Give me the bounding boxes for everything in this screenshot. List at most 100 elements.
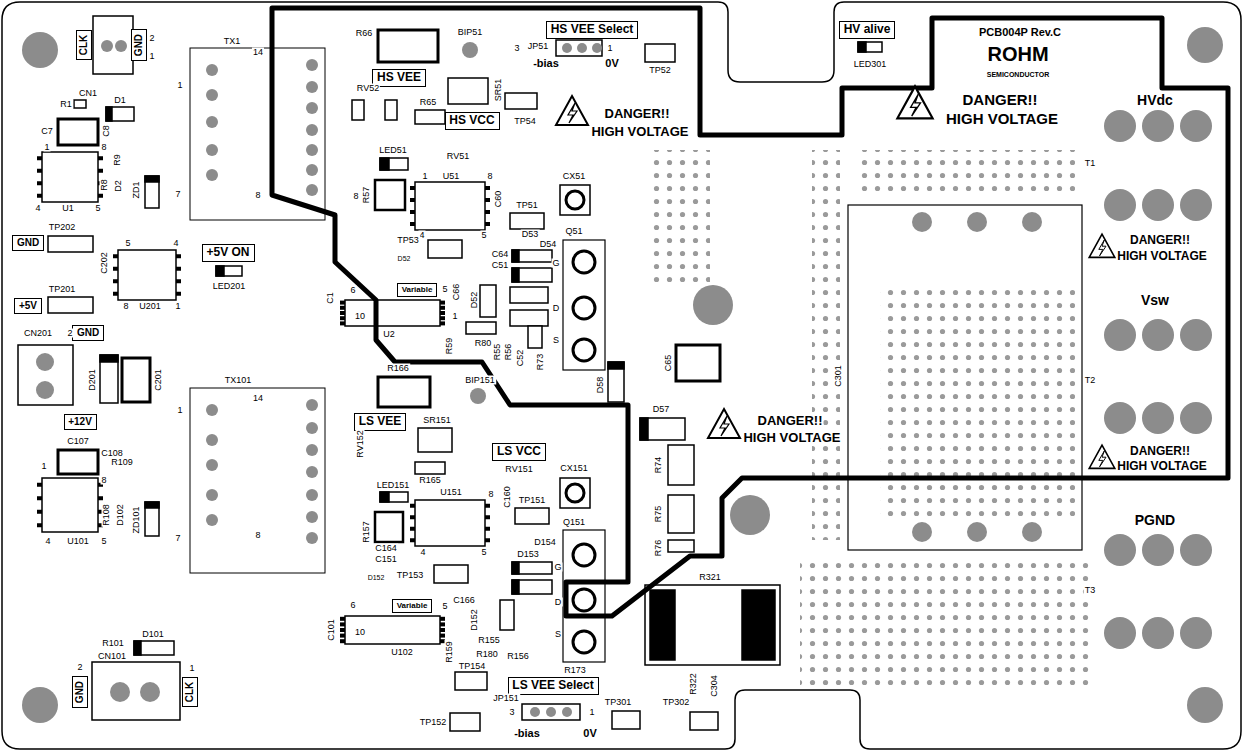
component-pad: [216, 266, 242, 276]
silkscreen-label: D53: [521, 230, 540, 239]
plated-hole: [206, 514, 218, 526]
ic-body: [42, 478, 98, 532]
hazard-triangle: [897, 86, 932, 118]
ic-pin: [485, 198, 490, 202]
silkscreen-label: HIGH VOLTAGE: [590, 125, 689, 138]
ic-pin: [340, 311, 345, 315]
plated-hole: [306, 532, 318, 544]
component-pad: [563, 530, 605, 662]
ic-body: [345, 300, 440, 326]
component-pad: [18, 345, 73, 405]
component-pad: [380, 492, 408, 502]
ic-body: [118, 250, 176, 300]
silkscreen-label: D152: [470, 608, 479, 632]
silkscreen-label: 1: [40, 462, 47, 471]
silkscreen-label: CN1: [78, 89, 98, 98]
component-pad: [93, 16, 133, 74]
via-field: [880, 290, 1075, 520]
ic-pin: [176, 254, 181, 258]
component-pad: [522, 704, 580, 720]
silkscreen-label: G: [551, 259, 560, 268]
silkscreen-label: TP153: [396, 571, 425, 580]
silkscreen-label: C201: [154, 368, 163, 392]
plated-hole: [693, 285, 733, 325]
boxed-label: GND: [131, 29, 147, 61]
silkscreen-label: R74: [654, 456, 663, 475]
silkscreen-label: 8: [486, 172, 493, 181]
lightning-bolt: [568, 103, 577, 123]
silkscreen-label: RV51: [446, 152, 470, 161]
component-pad: [512, 250, 552, 262]
silkscreen-label: C7: [40, 127, 54, 136]
component-pad: [512, 580, 552, 594]
silkscreen-label: U102: [390, 648, 414, 657]
component-pad: [848, 205, 1082, 550]
silkscreen-label: 1: [176, 81, 183, 90]
plated-hole: [562, 43, 572, 53]
silkscreen-label: BIP51: [457, 28, 484, 37]
box-text: LS VCC: [497, 445, 541, 459]
ic-pin: [37, 510, 42, 514]
component-pad: [122, 358, 150, 402]
plated-hole: [1142, 319, 1174, 351]
ic-pin: [410, 186, 415, 190]
ic-pin: [440, 301, 445, 305]
component-pad: [58, 119, 98, 145]
silkscreen-label: RV52: [356, 84, 380, 93]
ic-pin: [440, 634, 445, 638]
silkscreen-label: HIGH VOLTAGE: [945, 111, 1059, 126]
plated-hole: [206, 459, 218, 471]
ic-pin: [485, 222, 490, 226]
silkscreen-label: 8: [100, 476, 107, 485]
component-pad: [608, 362, 624, 369]
silkscreen-label: C8: [102, 124, 111, 138]
silkscreen-label: R57: [362, 186, 371, 205]
silkscreen-label: 2: [66, 329, 73, 338]
boxed-label: HV alive: [839, 21, 895, 39]
component-pad: [378, 377, 430, 407]
silkscreen-label: R56: [504, 343, 513, 362]
component-pad: [190, 388, 325, 573]
silkscreen-label: SEMICONDUCTOR: [986, 71, 1050, 78]
box-text: CLK: [184, 682, 196, 703]
component-pad: [48, 236, 93, 252]
boxed-label: LS VEE Select: [508, 677, 599, 695]
silkscreen-label: TP152: [419, 718, 448, 727]
box-text: HV alive: [844, 23, 891, 37]
ic-pin: [113, 292, 118, 296]
ic-pin: [98, 169, 103, 173]
plated-hole: [1142, 617, 1174, 649]
silkscreen-label: RV152: [356, 429, 365, 458]
silkscreen-label: 8: [254, 531, 261, 540]
ic-pin: [37, 181, 42, 185]
component-pad: [145, 502, 159, 536]
ic-pin: [410, 210, 415, 214]
ic-pin: [113, 279, 118, 283]
through-hole-pad: [573, 544, 595, 566]
silkscreen-label: DANGER!!: [1129, 445, 1191, 457]
boxed-label: GND: [72, 325, 104, 341]
component-pad: [418, 428, 452, 452]
silkscreen-label: U151: [439, 488, 463, 497]
plated-hole: [36, 353, 54, 371]
silkscreen-label: R8: [100, 178, 109, 192]
lightning-bolt: [1099, 451, 1106, 467]
silkscreen-label: 5: [94, 204, 101, 213]
silkscreen-label: 4: [44, 537, 51, 546]
silkscreen-label: C64: [491, 250, 510, 259]
isolation-boundary: [272, 8, 1228, 616]
plated-hole: [1104, 534, 1136, 566]
plated-hole: [1180, 110, 1212, 142]
plated-hole: [306, 124, 318, 136]
component-pad: [455, 672, 487, 690]
plated-hole: [967, 212, 987, 232]
ic-pin: [37, 496, 42, 500]
box-text: +5V: [19, 300, 37, 312]
silkscreen-label: R166: [386, 364, 410, 373]
ic-pin: [440, 617, 445, 621]
component-pad: [515, 508, 549, 524]
silkscreen-label: 4: [172, 239, 179, 248]
component-pad: [500, 600, 514, 630]
